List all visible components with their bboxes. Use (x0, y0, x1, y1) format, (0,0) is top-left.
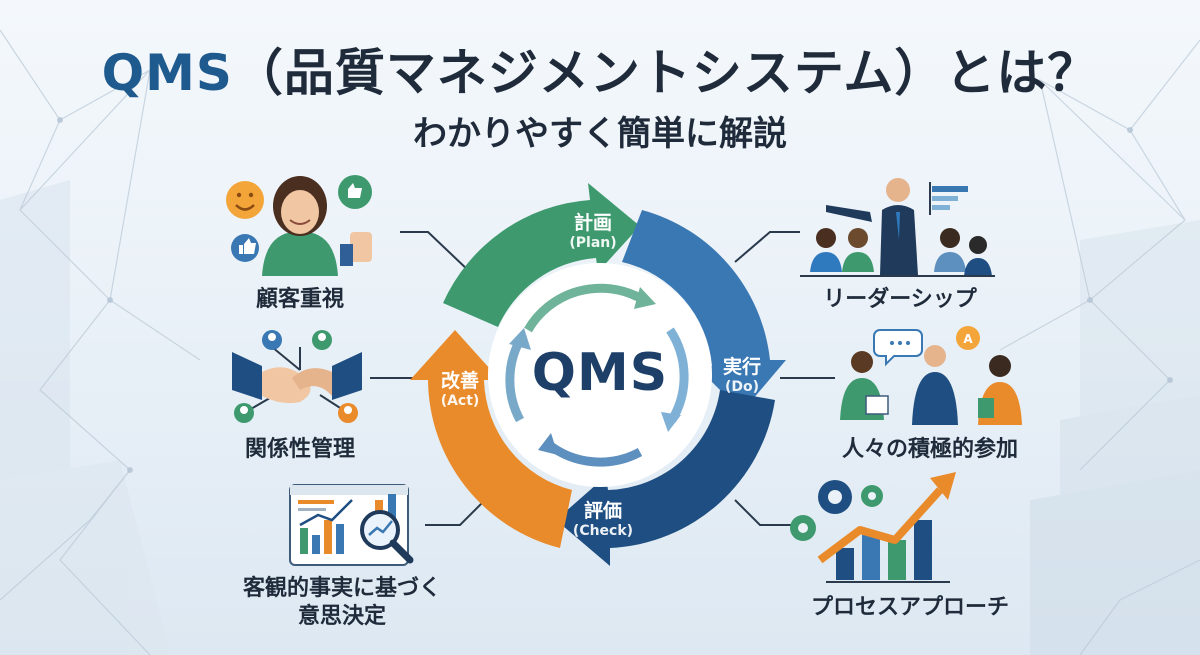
page-subtitle: わかりやすく簡単に解説 (413, 114, 787, 154)
act-en: (Act) (440, 393, 480, 409)
do-en: (Do) (724, 379, 760, 395)
person-body (262, 231, 338, 276)
check-en: (Check) (572, 523, 634, 539)
background-nodes (57, 117, 1173, 473)
label-relationship-management: 関係性管理 (244, 437, 355, 462)
background-network-lines (0, 29, 1200, 655)
do-arc-arrow (622, 210, 786, 412)
check-arc-arrow (556, 390, 775, 566)
label-customer-focus: 顧客重視 (255, 287, 344, 312)
customer-focus-illustration (226, 175, 372, 276)
title-accent: QMS (101, 44, 233, 102)
act-arc-arrow (410, 330, 572, 548)
evidence-illustration (289, 484, 414, 566)
center-disc (488, 263, 712, 487)
evidence-line-1: 客観的事実に基づく (242, 576, 441, 601)
leadership-illustration (800, 178, 995, 277)
cycle-act-label: 改善 (Act) (420, 370, 500, 410)
hand-thumbs-up (350, 232, 372, 262)
label-leadership: リーダーシップ (823, 287, 977, 312)
cycle-plan-label: 計画 (Plan) (548, 212, 638, 252)
cycle-do-label: 実行 (Do) (702, 356, 782, 396)
pdca-cycle (410, 183, 786, 566)
plan-arc-arrow (443, 183, 640, 327)
label-evidence-based: 客観的事実に基づく 意思決定 (222, 575, 462, 631)
engagement-illustration: A (840, 326, 1022, 425)
inner-cycle-arrows (505, 283, 689, 467)
connector-lines (370, 231, 835, 526)
svg-text:A: A (963, 332, 973, 346)
background-architecture (0, 180, 1200, 655)
center-label: QMS (531, 343, 669, 403)
plan-jp: 計画 (573, 212, 612, 234)
speech-bubble-icon (873, 329, 923, 367)
relationship-illustration (232, 330, 362, 423)
idea-badge-icon (956, 326, 980, 350)
flag-icon (932, 186, 968, 192)
check-jp: 評価 (583, 500, 622, 522)
trend-arrow-icon (930, 472, 956, 500)
label-process-approach: プロセスアプローチ (810, 595, 1009, 620)
smiley-icon (226, 181, 264, 219)
act-jp: 改善 (440, 370, 479, 392)
do-jp: 実行 (722, 356, 761, 378)
evidence-line-2: 意思決定 (297, 604, 386, 629)
process-illustration (790, 472, 956, 583)
cycle-check-label: 評価 (Check) (558, 500, 648, 540)
title-rest: （品質マネジメントシステム）とは？ (232, 44, 1099, 102)
page-title: QMS（品質マネジメントシステム）とは？ (0, 42, 1200, 104)
label-engagement: 人々の積極的参加 (841, 437, 1018, 462)
inner-cycle-arrowheads (509, 287, 681, 455)
plan-en: (Plan) (569, 235, 617, 251)
